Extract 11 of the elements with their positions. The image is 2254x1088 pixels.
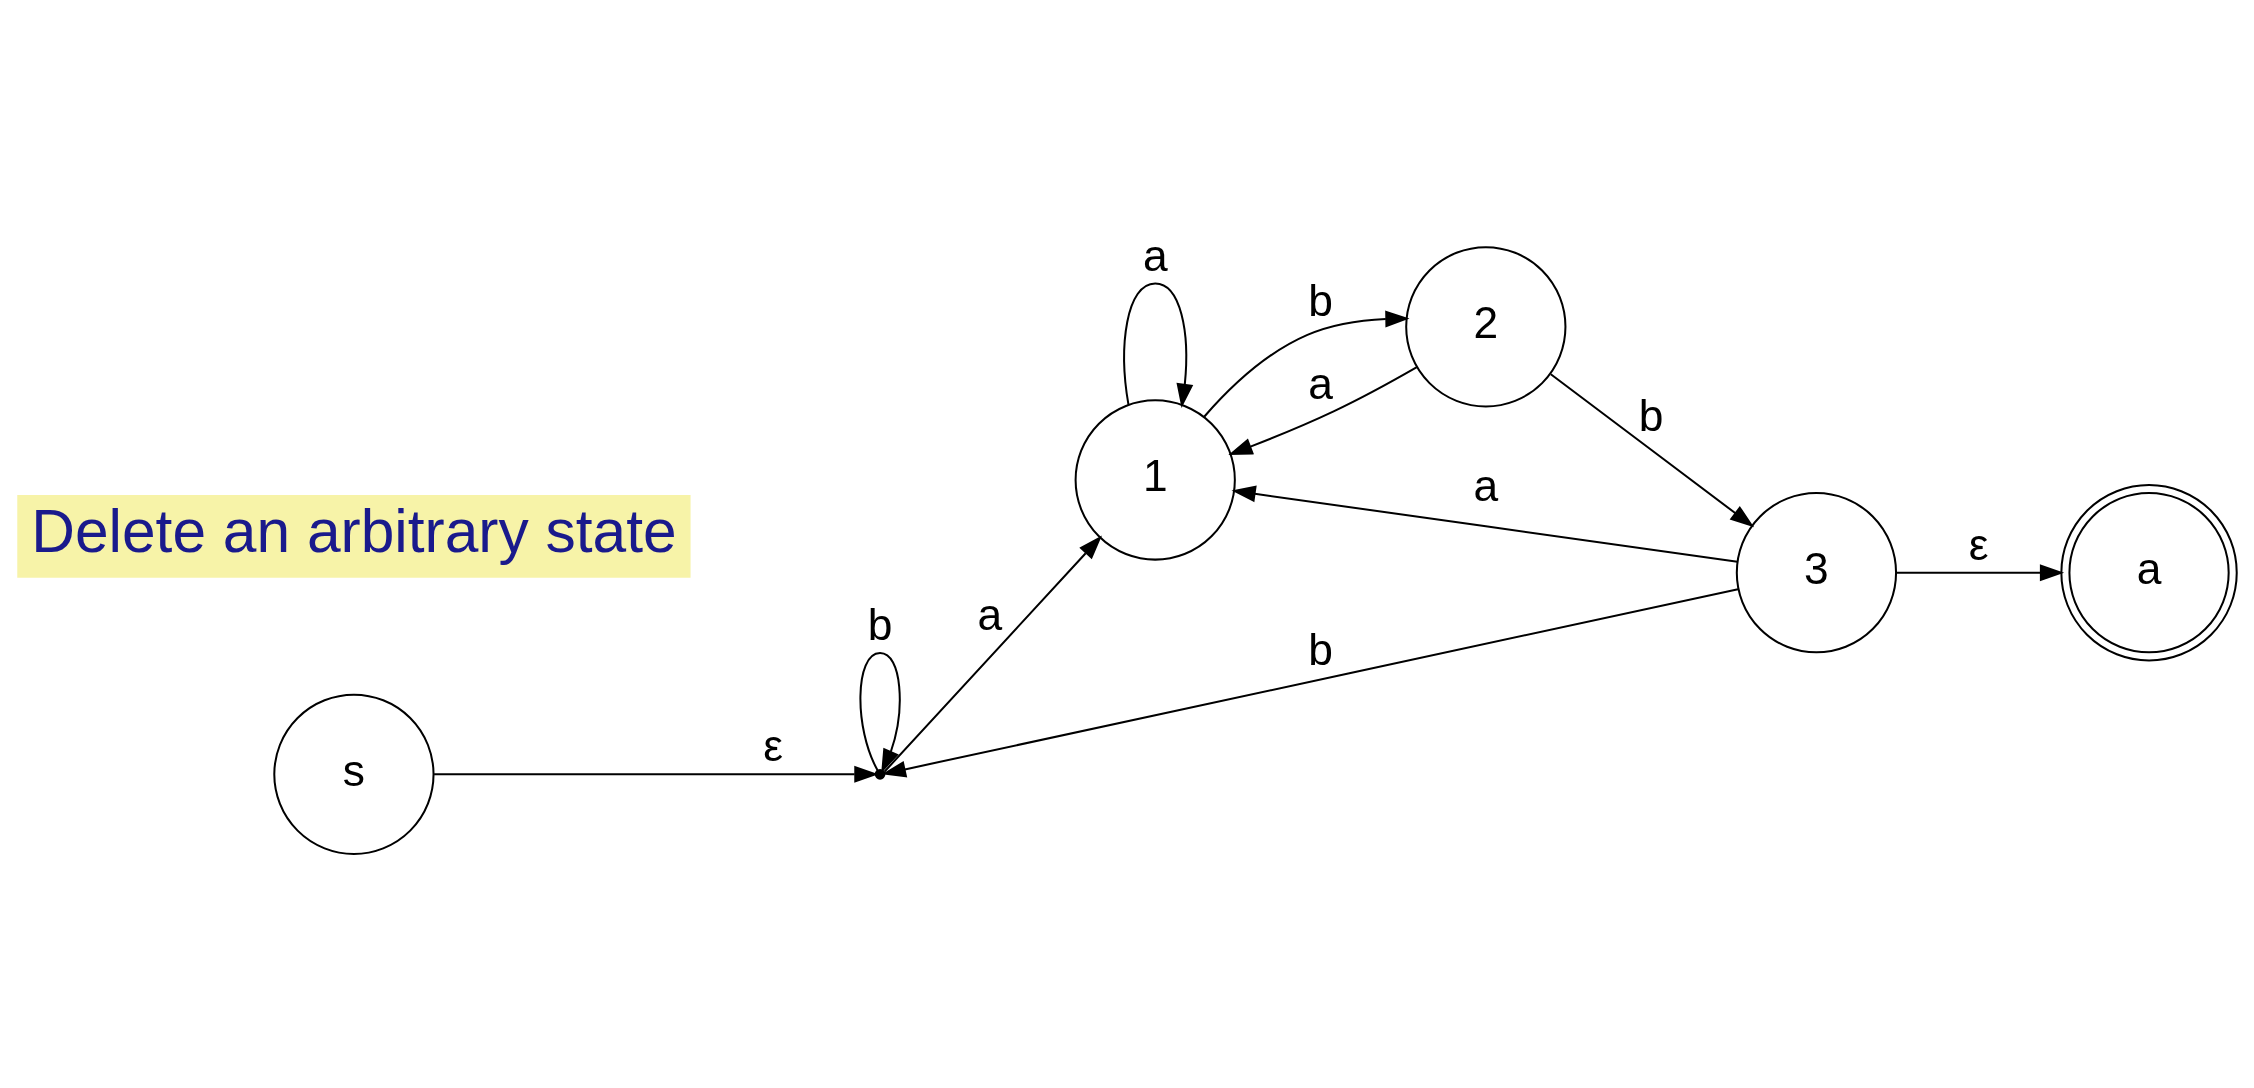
edge-label: b: [867, 599, 893, 649]
label: Delete an arbitrary state: [31, 496, 677, 565]
edge-label: a: [1142, 230, 1168, 280]
edge-label: a: [1473, 460, 1499, 510]
edge-label: b: [1308, 275, 1333, 325]
edge-label: a: [1308, 358, 1333, 408]
edge-label: b: [1308, 624, 1333, 674]
edge-label: ε: [763, 720, 784, 770]
edge-label: b: [1638, 390, 1664, 440]
edge-label: ε: [1968, 519, 1989, 569]
edge-label: a: [977, 589, 1003, 639]
